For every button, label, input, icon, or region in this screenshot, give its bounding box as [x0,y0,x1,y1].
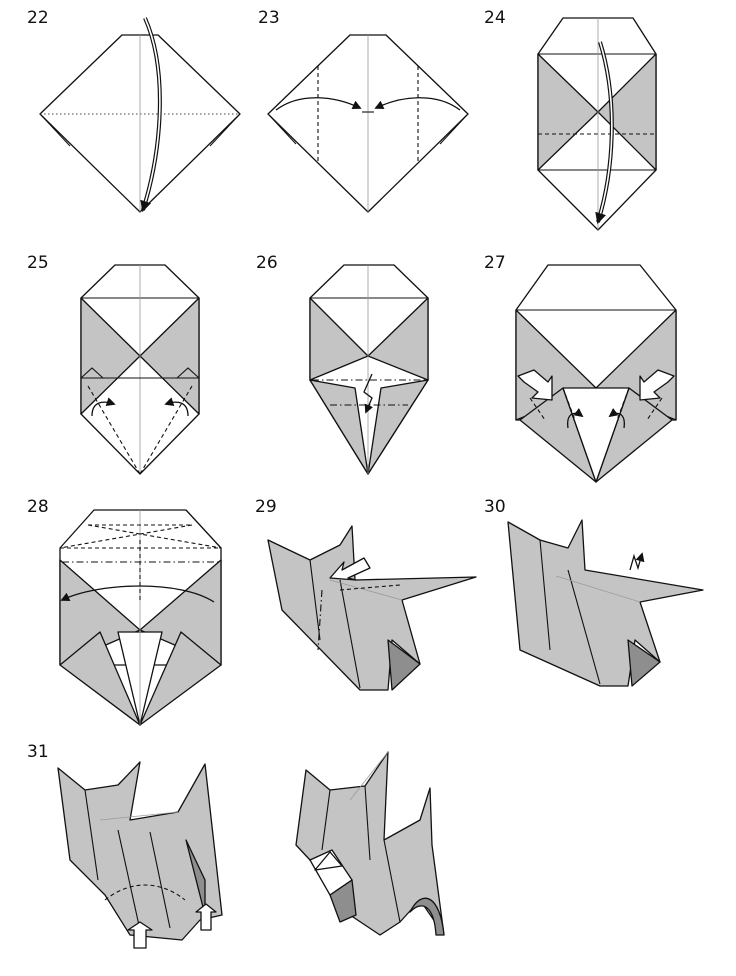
step-31: 31 [27,742,223,949]
step-26: 26 [256,253,429,475]
step-number: 25 [27,253,49,273]
swivel-arrow-right [164,397,189,417]
turn-over-arrow [60,585,215,603]
push-arrow-left [127,921,153,949]
step-22: 22 [27,8,241,213]
step-23: 23 [258,8,469,213]
paper-body [267,525,477,691]
fold-down-arrow [595,41,613,225]
step-24: 24 [484,8,657,231]
fold-down-arrow [140,17,161,213]
cat-nose [314,851,343,871]
paper-body [57,761,223,941]
step-number: 30 [484,497,506,517]
step-29: 29 [255,497,477,691]
cat-body [295,751,445,936]
cat-tail-shadow [409,897,445,936]
step-25: 25 [27,253,200,475]
push-arrow [329,557,371,581]
step-number: 28 [27,497,49,517]
crimp-arrow [629,552,645,571]
step-number: 31 [27,742,49,762]
cat-chest-shadow [329,879,357,923]
step-number: 29 [255,497,277,517]
fold-in-arrow-left [275,97,362,111]
paper-body [507,519,704,687]
step-30: 30 [484,497,704,687]
step-number: 26 [256,253,278,273]
step-27: 27 [484,253,677,483]
step-number: 22 [27,8,49,28]
step-number: 23 [258,8,280,28]
push-arrow-right [195,903,217,931]
swivel-arrow-left [91,397,116,417]
step-number: 24 [484,8,506,28]
pleat-arrow [363,373,374,414]
fold-in-arrow-right [374,97,461,111]
step-28: 28 [27,497,222,726]
step-number: 27 [484,253,506,273]
final-model [295,751,445,936]
push-arrow-right [639,369,675,401]
push-arrow-left [517,369,553,401]
